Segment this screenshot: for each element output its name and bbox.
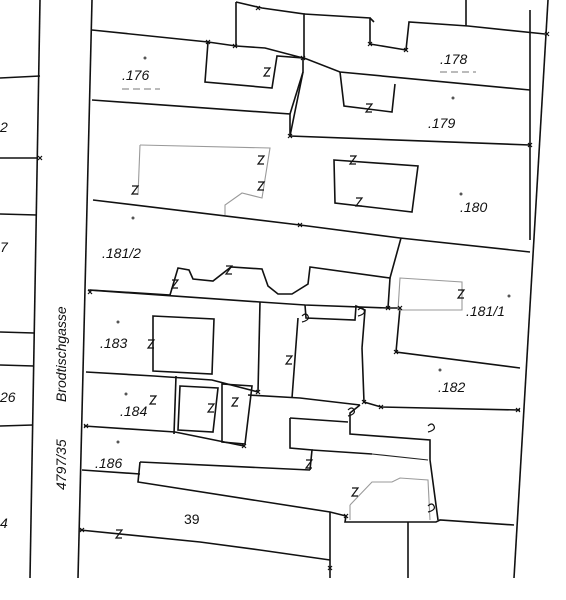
parcel-label-183: .183	[100, 335, 127, 351]
west-label-26: 26	[0, 389, 16, 405]
parcel-label-181-2: .181/2	[102, 245, 141, 261]
parcel-label-180: .180	[460, 199, 487, 215]
street-parcel-number: 4797/35	[53, 439, 69, 490]
parcel-label-39: 39	[184, 511, 200, 527]
west-label-2: 2	[0, 119, 8, 135]
west-parcel-boundaries	[0, 75, 41, 427]
survey-points	[116, 56, 511, 444]
parcel-labels: .176 .178 .179 .180 .181/2 .181/1 .182 .…	[0, 51, 505, 531]
street-lines	[29, 0, 549, 579]
parcel-label-182: .182	[438, 379, 465, 395]
parcel-label-181-1: .181/1	[466, 303, 505, 319]
parcel-label-178: .178	[440, 51, 467, 67]
connection-symbols	[114, 67, 466, 539]
parcel-boundaries	[79, 0, 546, 578]
west-label-7: 7	[0, 239, 9, 255]
west-label-4: 4	[0, 515, 8, 531]
boundary-markers	[37, 5, 550, 571]
parcel-label-184: .184	[120, 403, 147, 419]
parcel-label-179: .179	[428, 115, 455, 131]
street-name: Brodtischgasse	[53, 306, 69, 402]
parcel-label-186: .186	[95, 455, 122, 471]
parcel-label-176: .176	[122, 67, 149, 83]
